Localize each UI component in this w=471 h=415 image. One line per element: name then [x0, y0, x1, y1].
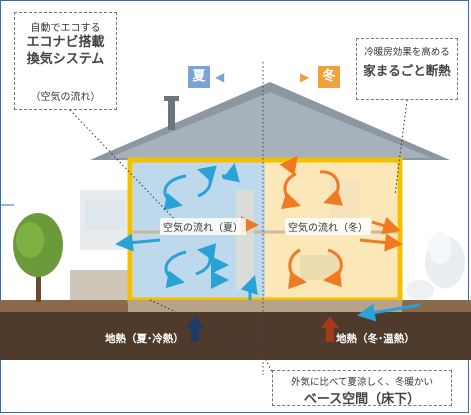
summer-badge: 夏: [188, 66, 210, 88]
ventilation-line2: エコナビ搭載: [26, 35, 105, 50]
triangle-right-icon: ▶: [300, 70, 310, 84]
winter-badge: 冬: [318, 66, 340, 88]
soil-band: [0, 310, 471, 360]
ventilation-callout: 自動でエコする エコナビ搭載 換気システム （空気の流れ）: [14, 12, 117, 110]
base-space-line1: 外気に比べて夏涼しく、冬暖かい: [290, 377, 434, 388]
leader-lines: [69, 99, 408, 373]
insulation-line1: 冷暖房効果を高める: [364, 47, 450, 58]
base-space-callout: 外気に比べて夏涼しく、冬暖かい ベース空間（床下）: [272, 370, 452, 407]
triangle-left-icon: ◀: [215, 70, 225, 84]
base-space-line2: ベース空間（床下）: [303, 392, 421, 407]
airflow-caption: （空気の流れ）: [30, 92, 101, 103]
vent-pipe: [168, 100, 175, 130]
airflow-winter-label: 空気の流れ（冬）: [285, 218, 371, 235]
ventilation-line1: 自動でエコする: [30, 23, 101, 34]
summer-airflow-arrows: [115, 163, 421, 322]
insulation-callout: 冷暖房効果を高める 家まるごと断熱: [356, 38, 458, 100]
insulation-line2: 家まるごと断熱: [363, 63, 451, 78]
winter-airflow-arrows: [240, 155, 403, 290]
geothermal-arrow-winter: [321, 316, 339, 342]
snow-bushes: [406, 232, 465, 300]
ventilation-line3: 換気システム: [26, 52, 105, 67]
geothermal-winter-label: 地熱（冬･温熱）: [336, 333, 415, 345]
airflow-summer-label: 空気の流れ（夏）: [160, 218, 246, 235]
geothermal-arrow-summer: [186, 316, 204, 342]
geothermal-summer-label: 地熱（夏･冷熱）: [105, 333, 184, 345]
tree-icon: [13, 213, 63, 302]
base-space: [128, 300, 402, 312]
